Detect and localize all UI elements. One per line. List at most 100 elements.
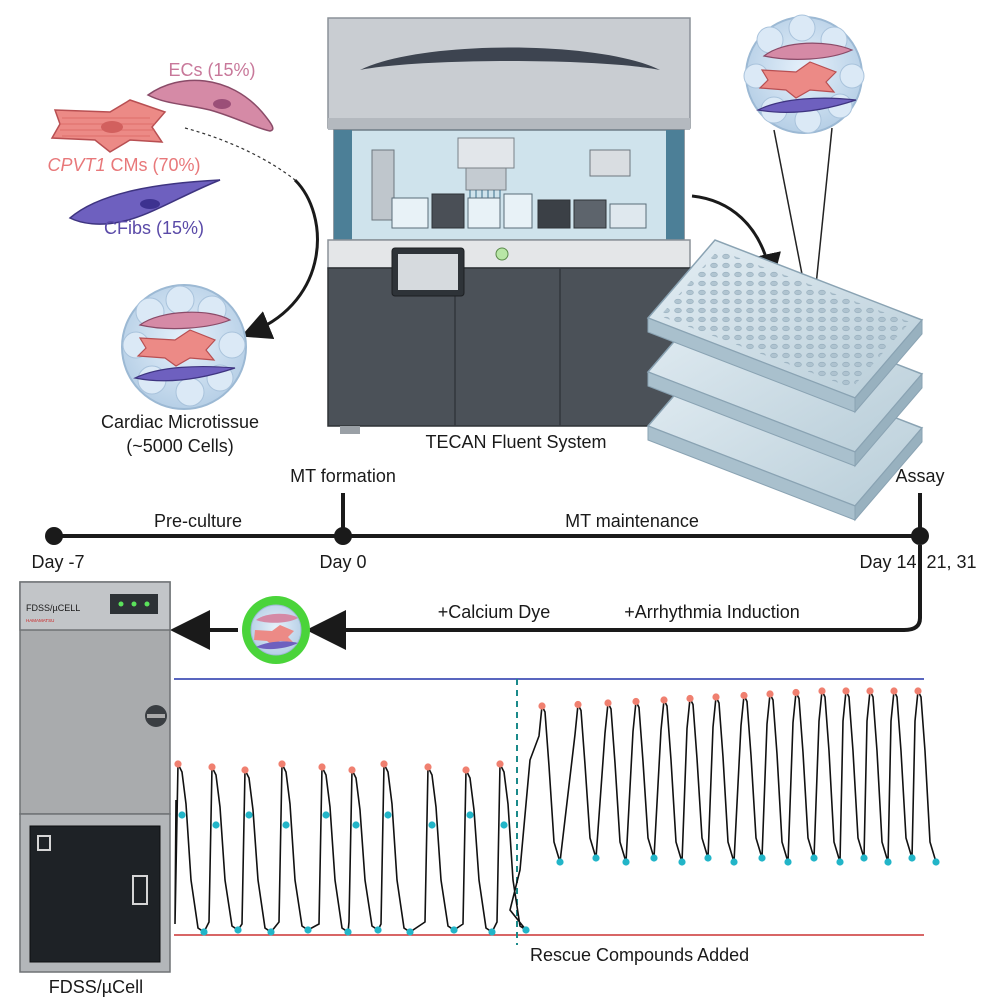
formation-arrow	[240, 178, 319, 340]
trough-marker	[178, 811, 186, 819]
phase-pre-culture: Pre-culture	[154, 511, 242, 531]
timeline-dot-day-0	[334, 527, 352, 545]
milestone-day-0: Day 0	[319, 552, 366, 572]
trough-marker	[450, 926, 458, 934]
peak-marker	[380, 760, 388, 768]
cfibs-label: CFibs (15%)	[104, 218, 204, 238]
trough-marker	[267, 928, 275, 936]
well-plate-stack-icon	[646, 239, 924, 522]
peak-marker	[348, 766, 356, 774]
event-assay: Assay	[895, 466, 944, 486]
trough-marker	[304, 926, 312, 934]
peak-marker	[208, 763, 216, 771]
timeline-dot-day-minus-7	[45, 527, 63, 545]
peak-marker	[174, 760, 182, 768]
trough-marker	[622, 858, 630, 866]
trough-marker	[932, 858, 940, 866]
trough-marker	[556, 858, 564, 866]
peak-marker	[632, 697, 640, 706]
peak-marker	[318, 763, 326, 771]
peak-marker	[766, 690, 774, 698]
robot-label: TECAN Fluent System	[425, 432, 606, 452]
trough-marker	[884, 858, 892, 866]
microtissue-sphere-icon	[121, 284, 247, 410]
trough-marker	[384, 811, 392, 819]
timeline-dot-assay	[911, 527, 929, 545]
trace-line	[174, 688, 937, 934]
trough-marker	[322, 811, 330, 819]
peak-marker	[462, 766, 470, 774]
peak-marker	[842, 687, 850, 695]
trough-marker	[212, 821, 220, 829]
trough-marker	[784, 858, 792, 866]
trough-marker	[428, 821, 436, 829]
peak-marker	[496, 760, 504, 768]
trough-marker	[200, 928, 208, 936]
peak-marker	[278, 760, 286, 768]
timeline	[45, 493, 929, 650]
trough-marker	[282, 821, 290, 829]
trough-marker	[466, 811, 474, 819]
dispense-arrow	[691, 194, 781, 284]
trough-marker	[234, 926, 242, 934]
microtissue-zoom-icon	[743, 14, 865, 134]
endothelial-cell-icon	[146, 79, 274, 132]
peak-marker	[740, 691, 748, 700]
milestone-day-minus-7: Day -7	[31, 552, 84, 572]
trough-marker	[860, 854, 868, 862]
peak-marker	[538, 702, 546, 710]
peak-marker	[792, 688, 800, 697]
trough-marker	[374, 926, 382, 934]
dashed-guide-line	[184, 127, 296, 181]
instrument-brand-label: FDSS/µCELL	[26, 603, 80, 613]
peak-marker	[574, 700, 582, 709]
cms-label: CPVT1 CMs (70%)	[47, 155, 200, 175]
peak-marker	[890, 687, 898, 695]
trough-marker	[406, 928, 414, 936]
peak-marker	[712, 693, 720, 701]
trough-marker	[488, 928, 496, 936]
microtissue-label-line1: Cardiac Microtissue	[101, 412, 259, 432]
trough-marker	[704, 854, 712, 862]
cms-gene-label: CPVT1	[47, 155, 105, 175]
trough-marker	[500, 821, 508, 829]
peak-marker	[914, 687, 922, 695]
calcium-trace	[174, 678, 940, 945]
cms-rest-label: CMs (70%)	[106, 155, 201, 175]
cardiomyocyte-cell-icon	[50, 99, 167, 153]
step-calcium-dye: +Calcium Dye	[438, 602, 551, 622]
trough-marker	[352, 821, 360, 829]
instrument-maker-label: HAMAMATSU	[26, 618, 54, 623]
ecs-label: ECs (15%)	[168, 60, 255, 80]
trough-marker	[758, 854, 766, 862]
microtissue-label-line2: (~5000 Cells)	[126, 436, 234, 456]
tecan-robot-icon	[327, 17, 691, 434]
trough-marker	[650, 854, 658, 862]
peak-marker	[660, 696, 668, 704]
event-mt-formation: MT formation	[290, 466, 396, 486]
trough-marker	[810, 854, 818, 862]
instrument-label: FDSS/µCell	[49, 977, 143, 997]
trough-marker	[245, 811, 253, 819]
peak-marker	[424, 763, 432, 771]
peak-marker	[604, 699, 612, 707]
trough-marker	[344, 928, 352, 936]
peak-marker	[686, 694, 694, 703]
trough-marker	[908, 854, 916, 862]
trough-marker	[522, 926, 530, 934]
phase-mt-maintenance: MT maintenance	[565, 511, 699, 531]
peak-marker	[866, 687, 874, 695]
trough-marker	[836, 858, 844, 866]
trough-marker	[592, 854, 600, 862]
dyed-microtissue-icon	[242, 596, 310, 664]
fdss-instrument-icon	[19, 581, 171, 973]
trough-marker	[678, 858, 686, 866]
fibroblast-cell-icon	[68, 179, 221, 225]
rescue-annotation: Rescue Compounds Added	[530, 945, 749, 965]
step-arrhythmia-induction: +Arrhythmia Induction	[624, 602, 800, 622]
peak-marker	[241, 766, 249, 774]
milestone-day-14-21-31: Day 14, 21, 31	[859, 552, 976, 572]
peak-marker	[818, 687, 826, 695]
trough-marker	[730, 858, 738, 866]
